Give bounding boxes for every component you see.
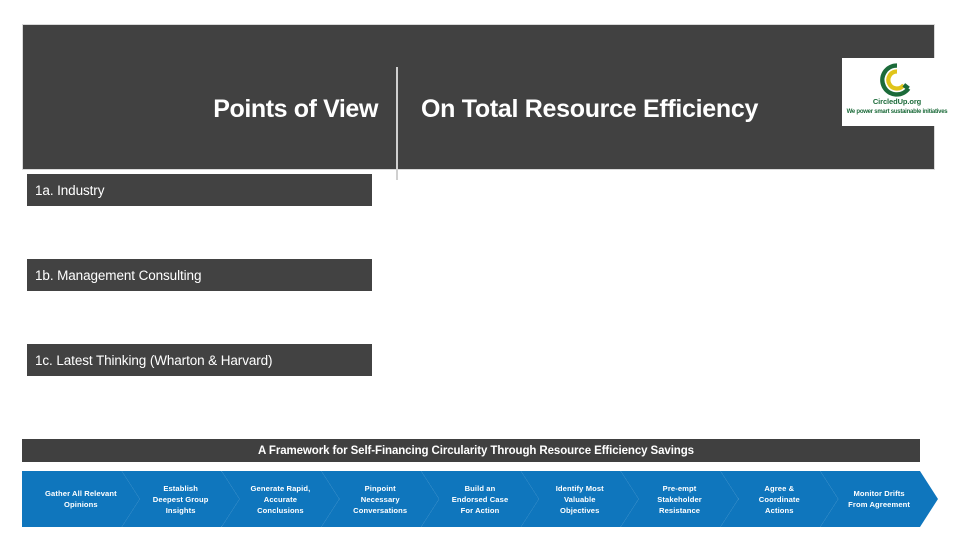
brand-logo: CircledUp.org We power smart sustainable… xyxy=(842,58,952,126)
header-title-group: Points of View On Total Resource Efficie… xyxy=(23,25,934,180)
framework-title-text: A Framework for Self-Financing Circulari… xyxy=(258,444,694,457)
section-bar-1c[interactable]: 1c. Latest Thinking (Wharton & Harvard) xyxy=(27,344,372,376)
section-bar-1b[interactable]: 1b. Management Consulting xyxy=(27,259,372,291)
page-title-left: Points of View xyxy=(213,95,378,123)
section-bar-1a[interactable]: 1a. Industry xyxy=(27,174,372,206)
page-title-right: On Total Resource Efficiency xyxy=(421,95,759,123)
framework-title-bar: A Framework for Self-Financing Circulari… xyxy=(22,439,920,462)
logo-name-text: CircledUp.org xyxy=(872,97,922,106)
header-panel: Points of View On Total Resource Efficie… xyxy=(22,24,952,180)
title-divider xyxy=(396,67,398,180)
circled-c-logo-icon xyxy=(880,63,911,97)
logo-tagline-text: We power smart sustainable initiatives xyxy=(846,109,948,115)
